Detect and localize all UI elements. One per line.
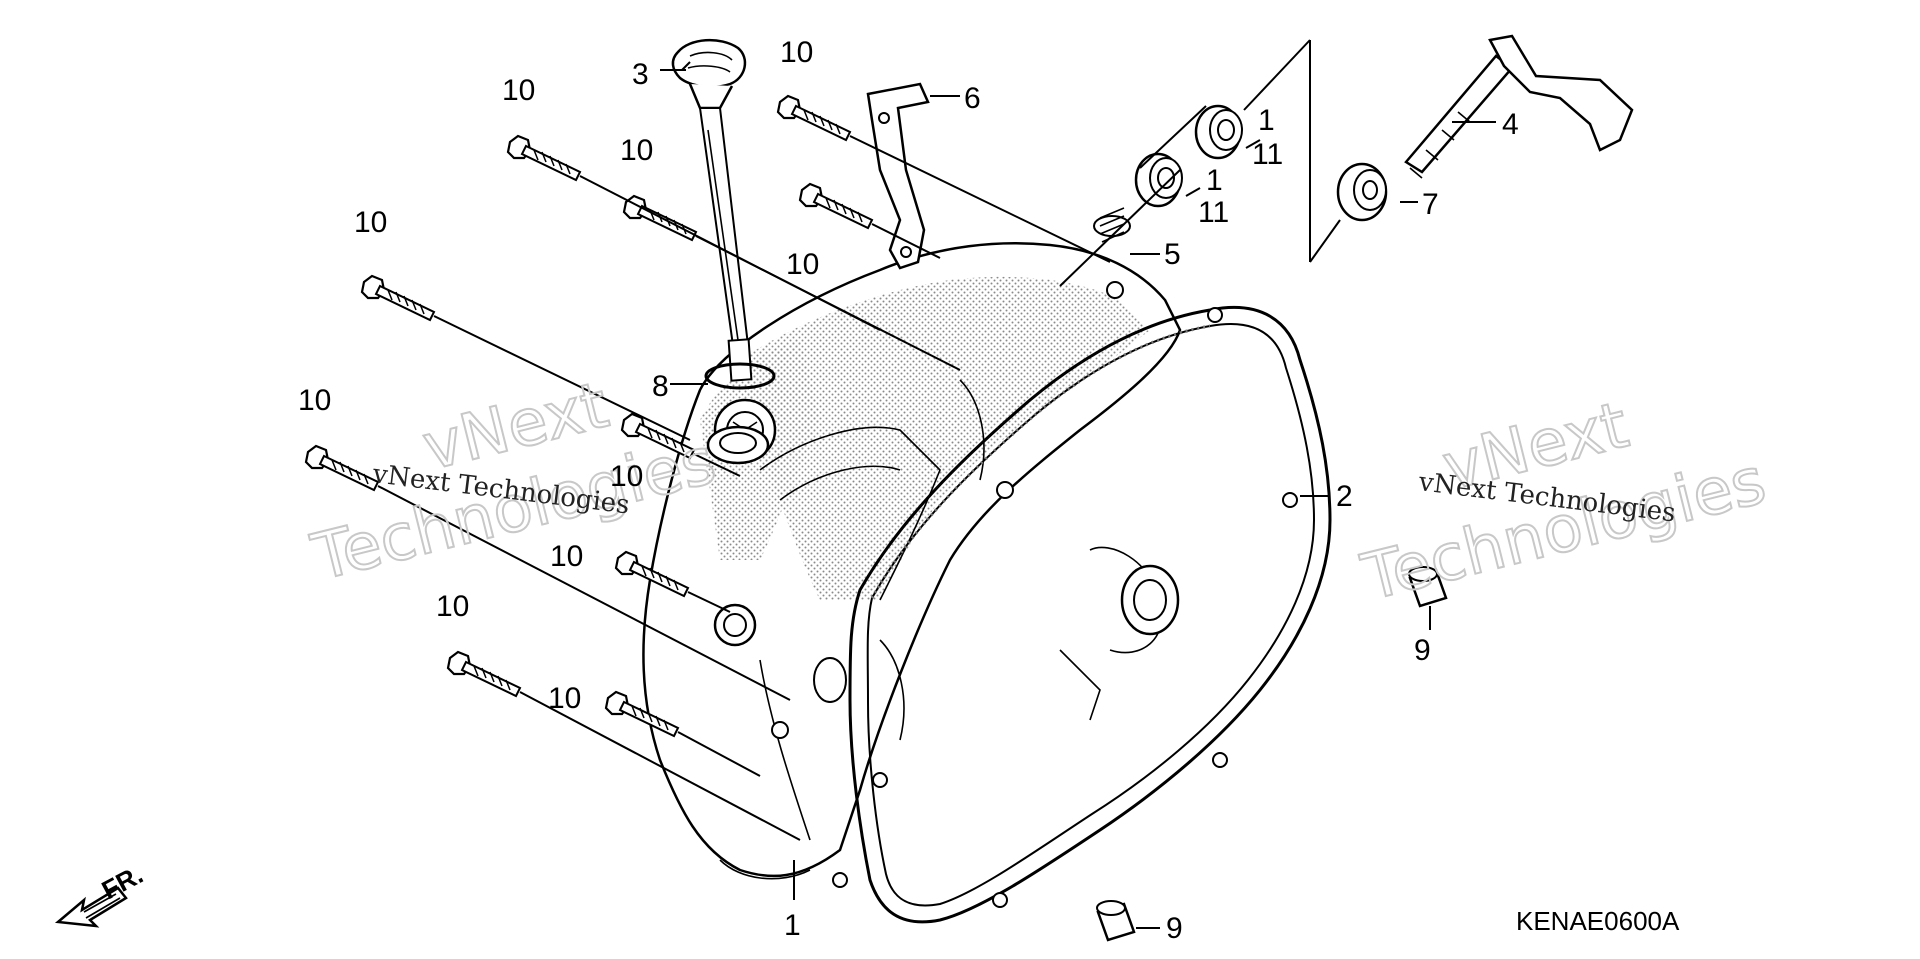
oil-seal-lower [1134,152,1183,208]
callout-labels: 1 2 3 4 5 6 7 8 9 9 1 11 1 11 10 10 10 1… [298,36,1519,945]
callout-1: 1 [784,909,801,942]
callout-9-upper: 9 [1414,634,1431,667]
leader-lines [377,39,1496,929]
bracket [866,82,930,270]
callout-10-j: 10 [548,682,581,715]
bolt-9 [446,650,522,698]
callout-11-seal-lower: 11 [1198,196,1229,229]
callout-10-f: 10 [610,460,643,493]
callout-4: 4 [1502,108,1519,141]
callout-1-seal-upper: 1 [1258,104,1275,137]
shift-shaft-arm [1404,34,1634,179]
oil-seal-upper [1194,104,1243,160]
watermark-right: vNext Technologies vNext Technologies [1354,387,1774,616]
callout-10-h: 10 [550,540,583,573]
bolt-7 [304,444,380,492]
callout-3: 3 [632,58,649,91]
cover-gasket [848,305,1332,924]
diagram-code: KENAE0600A [1516,906,1680,936]
callout-5: 5 [1164,238,1181,271]
o-ring [704,362,776,390]
callout-9-lower: 9 [1166,912,1183,945]
callout-11-seal-upper: 11 [1252,138,1283,171]
callout-10-b: 10 [780,36,813,69]
front-direction-marker: FR. [54,859,148,928]
callout-7: 7 [1422,188,1439,221]
shift-seal [1336,162,1388,222]
spring-fitting [1093,207,1131,243]
callout-10-d: 10 [786,248,819,281]
callout-10-g: 10 [298,384,331,417]
oil-dipstick [671,38,753,382]
callout-1-seal-lower: 1 [1206,164,1223,197]
callout-8: 8 [652,370,669,403]
right-crankcase-cover [642,242,1182,888]
dowel-pin-lower [1096,900,1136,942]
bolt-4 [798,182,874,230]
callout-2: 2 [1336,480,1353,513]
callout-10-e: 10 [354,206,387,239]
callout-10-i: 10 [436,590,469,623]
bolt-1 [506,134,582,182]
callout-6: 6 [964,82,981,115]
callout-10-a: 10 [502,74,535,107]
callout-10-c: 10 [620,134,653,167]
bolt-5 [360,274,436,322]
bolt-2 [776,94,852,142]
dowel-pin-upper [1408,566,1448,608]
